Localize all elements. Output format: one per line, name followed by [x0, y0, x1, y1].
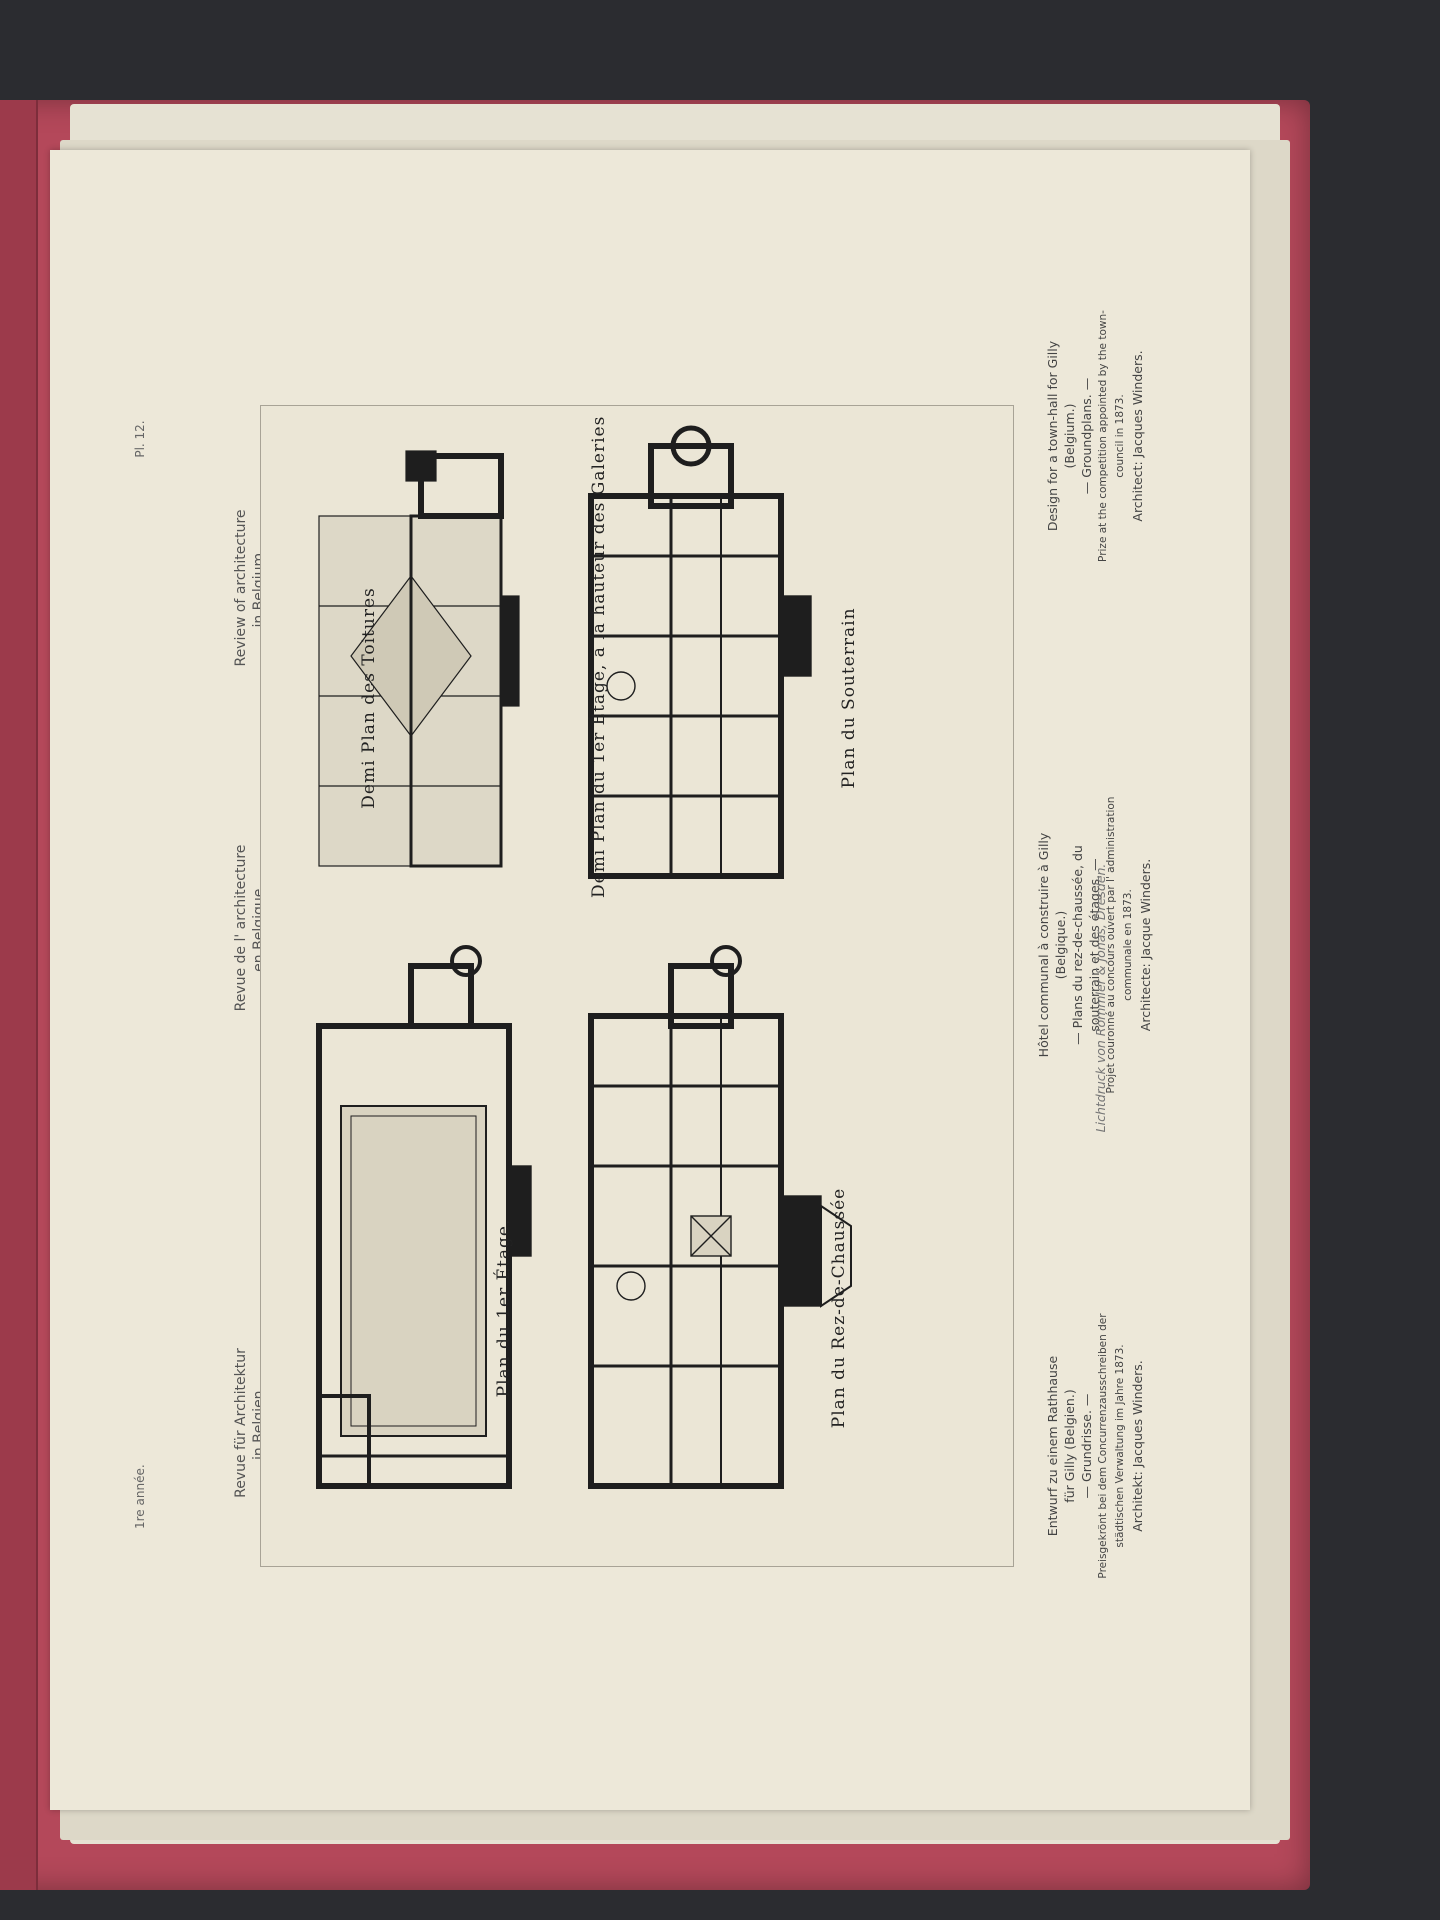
caption-german-line: Architekt: Jacques Winders. [1130, 1360, 1145, 1532]
title-first-floor-galleries: Demi Plan du 1er Étage, à la hauteur des… [589, 415, 609, 898]
header-german-line1: Revue für Architektur [233, 1348, 249, 1498]
caption-english-line: Design for a town-hall for Gilly [1045, 340, 1060, 532]
caption-english-line: council in 1873. [1114, 394, 1126, 478]
caption-english: Design for a town-hall for Gilly (Belgiu… [1044, 266, 1156, 606]
caption-german-line: Preisgekrönt bei dem Concurrenzausschrei… [1097, 1313, 1109, 1579]
caption-english-line: Prize at the competition appointed by th… [1097, 310, 1109, 562]
year-label: 1re année. [133, 1464, 147, 1529]
floor-plans-plate: Demi Plan des Toitures Demi Plan du 1er … [260, 405, 1014, 1567]
book-spine [0, 100, 38, 1890]
caption-french-line: — Plans du rez-de-chaussée, du [1070, 845, 1085, 1045]
caption-german: Entwurf zu einem Rathhause für Gilly (Be… [1044, 1276, 1156, 1616]
caption-german-line: — Grundrisse. — [1079, 1393, 1094, 1499]
basement-plan [588, 425, 812, 879]
caption-german-line: für Gilly (Belgien.) [1062, 1389, 1077, 1503]
floor-plans-drawing [316, 425, 852, 1489]
printer-credit: Lichtdruck von Römmler & Jonas, Dresden. [1093, 863, 1108, 1133]
title-roof-plan: Demi Plan des Toitures [359, 587, 379, 809]
caption-english-line: (Belgium.) [1062, 403, 1077, 469]
title-ground-floor-plan: Plan du Rez-de-Chaussée [829, 1187, 849, 1429]
caption-english-line: — Groundplans. — [1079, 377, 1094, 495]
caption-english-line: Architect: Jacques Winders. [1130, 350, 1145, 522]
header-french-line1: Revue de l' architecture [233, 844, 249, 1012]
plate-number: Pl. 12. [133, 420, 147, 458]
caption-french-line: Architecte: Jacque Winders. [1138, 858, 1153, 1032]
roof-plan [318, 450, 520, 868]
first-floor-plan [316, 945, 532, 1489]
caption-french-line: communale en 1873. [1122, 889, 1134, 1001]
caption-french-line: (Belgique.) [1053, 910, 1068, 980]
book-page: 1re année. Pl. 12. Revue für Architektur… [50, 150, 1250, 1810]
caption-german-line: Entwurf zu einem Rathhause [1045, 1355, 1060, 1537]
caption-german-line: städtischen Verwaltung im Jahre 1873. [1114, 1344, 1126, 1548]
caption-french-line: Hôtel communal à construire à Gilly [1036, 832, 1051, 1058]
ground-floor-plan [588, 945, 852, 1489]
title-basement-plan: Plan du Souterrain [839, 607, 859, 789]
title-first-floor-plan: Plan du 1er Étage. [494, 1218, 514, 1398]
header-english-line1: Review of architecture [233, 509, 249, 667]
